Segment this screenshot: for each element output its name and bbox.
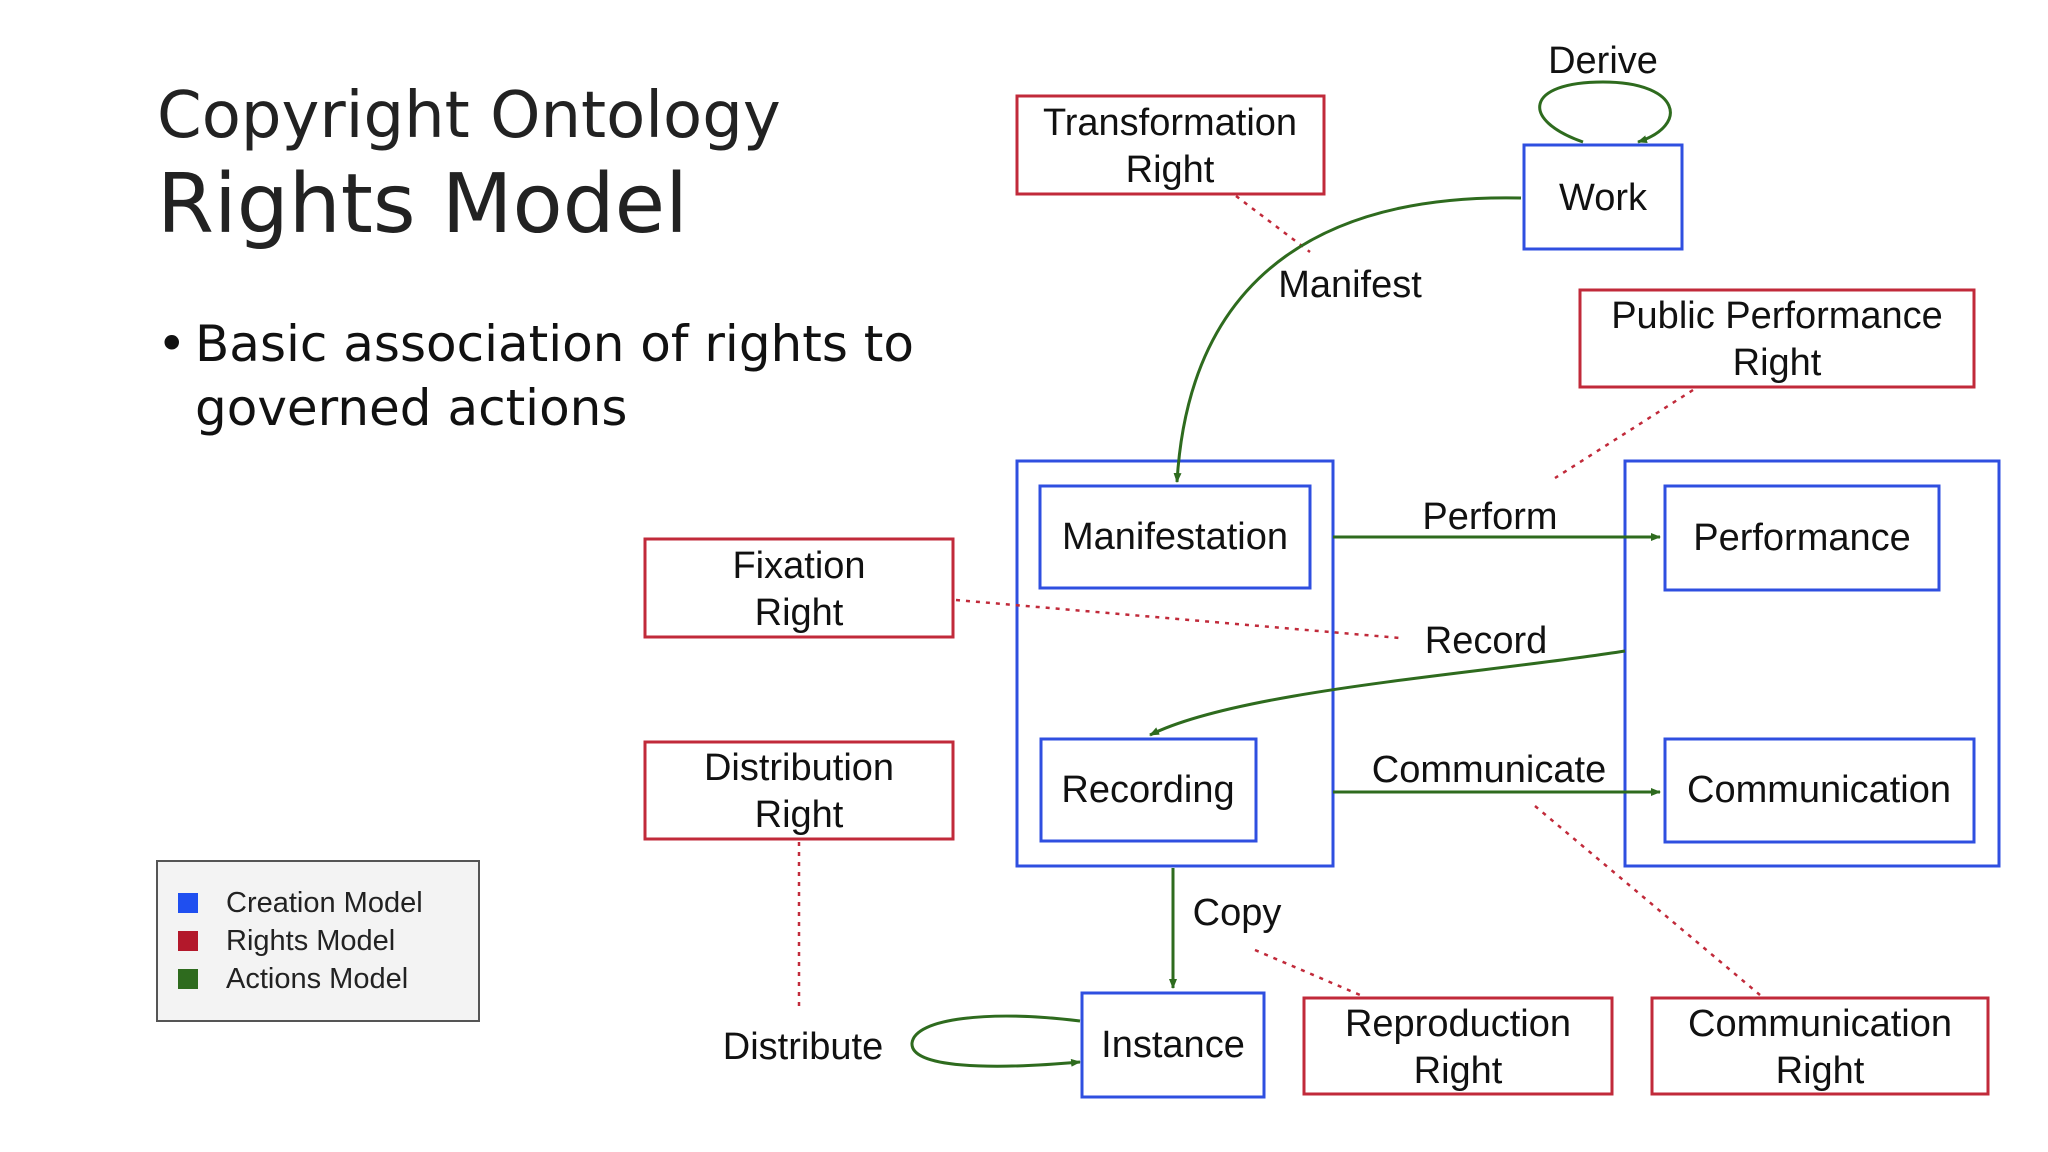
legend-label-actions: Actions Model xyxy=(226,962,409,995)
derive-label: Derive xyxy=(1548,40,1658,82)
record-arrow xyxy=(1149,649,1626,737)
manifest-arrow xyxy=(1173,196,1522,483)
bullet-list: •Basic association of rights to governed… xyxy=(157,312,917,440)
bullet-text: Basic association of rights to governed … xyxy=(195,315,914,437)
communication-right-label-1: Communication xyxy=(1688,1003,1952,1045)
title-line-2: Rights Model xyxy=(157,156,688,252)
title-line-1: Copyright Ontology xyxy=(157,79,781,153)
public-performance-right-box xyxy=(1578,288,1976,389)
record-label: Record xyxy=(1425,620,1548,662)
communication-box xyxy=(1663,737,1976,844)
communication-right-link xyxy=(1534,805,1761,996)
legend-swatch-rights xyxy=(178,931,198,951)
public-performance-right-label-1: Public Performance xyxy=(1611,295,1943,337)
distribution-right-label-2: Right xyxy=(755,794,844,836)
bullet-dot-icon: • xyxy=(157,315,187,373)
distribute-label: Distribute xyxy=(723,1026,884,1068)
transformation-right-label-2: Right xyxy=(1126,149,1215,191)
distribute-arrow xyxy=(910,1014,1081,1068)
communication-label: Communication xyxy=(1687,769,1951,811)
manifest-label: Manifest xyxy=(1278,264,1422,306)
legend-item-actions: Actions Model xyxy=(178,960,478,998)
recording-box xyxy=(1039,737,1258,843)
communication-right-label-2: Right xyxy=(1776,1050,1865,1092)
instance-box xyxy=(1080,991,1266,1099)
manifestation-box xyxy=(1038,484,1312,590)
legend-label-rights: Rights Model xyxy=(226,924,396,957)
legend-swatch-actions xyxy=(178,969,198,989)
legend-swatch-creation xyxy=(178,893,198,913)
manifestation-label: Manifestation xyxy=(1062,516,1288,558)
performance-box xyxy=(1663,484,1941,592)
performance-label: Performance xyxy=(1693,517,1911,559)
performance-group-box xyxy=(1623,459,2001,868)
legend: Creation Model Rights Model Actions Mode… xyxy=(156,860,480,1022)
bullet-item: •Basic association of rights to governed… xyxy=(157,312,917,440)
public-performance-right-label-2: Right xyxy=(1733,342,1822,384)
public-performance-right-link xyxy=(1554,388,1694,480)
reproduction-right-box xyxy=(1302,996,1614,1096)
instance-label: Instance xyxy=(1101,1024,1245,1066)
slide-title: Copyright Ontology Rights Model xyxy=(157,79,781,252)
perform-label: Perform xyxy=(1422,496,1557,538)
fixation-right-label-1: Fixation xyxy=(732,545,865,587)
reproduction-right-label-2: Right xyxy=(1414,1050,1503,1092)
distribution-right-box xyxy=(643,740,955,841)
fixation-right-link xyxy=(955,598,1401,640)
derive-arrow xyxy=(1538,80,1672,144)
legend-item-creation: Creation Model xyxy=(178,884,478,922)
transformation-right-link xyxy=(1235,195,1311,253)
communicate-label: Communicate xyxy=(1372,749,1606,791)
transformation-right-label-1: Transformation xyxy=(1043,102,1297,144)
work-label: Work xyxy=(1559,177,1648,219)
legend-item-rights: Rights Model xyxy=(178,922,478,960)
communication-right-box xyxy=(1650,996,1990,1096)
distribution-right-label-1: Distribution xyxy=(704,747,894,789)
copy-label: Copy xyxy=(1193,892,1282,934)
fixation-right-label-2: Right xyxy=(755,592,844,634)
transformation-right-box xyxy=(1015,94,1326,196)
legend-label-creation: Creation Model xyxy=(226,886,423,919)
recording-label: Recording xyxy=(1061,769,1234,811)
manifestation-group-box xyxy=(1015,459,1335,868)
reproduction-right-label-1: Reproduction xyxy=(1345,1003,1571,1045)
reproduction-right-link xyxy=(1254,948,1361,997)
work-box xyxy=(1522,143,1684,251)
fixation-right-box xyxy=(643,537,955,639)
